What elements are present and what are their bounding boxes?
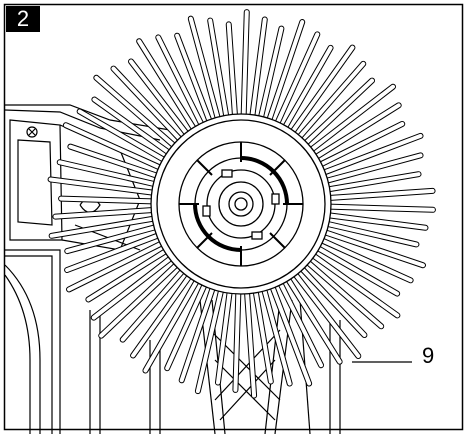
bristle <box>62 122 162 171</box>
bristle <box>76 108 167 163</box>
bristle <box>232 291 242 393</box>
bristle <box>64 232 160 273</box>
bristle <box>277 281 325 369</box>
brush-hub <box>150 113 332 295</box>
bristle <box>303 77 375 146</box>
bristle <box>178 286 216 384</box>
bristle <box>164 283 208 372</box>
bristle <box>244 291 258 399</box>
bristle <box>323 229 426 269</box>
bristle <box>289 44 356 135</box>
bristle <box>194 289 225 395</box>
bristle <box>207 17 230 118</box>
bristle <box>310 252 401 319</box>
bristle <box>48 215 155 239</box>
bristle <box>187 15 221 120</box>
bristle <box>90 255 174 321</box>
bristle <box>328 203 436 213</box>
bristle <box>328 187 436 201</box>
bristle <box>315 245 401 297</box>
bristle <box>47 176 155 196</box>
bristle <box>93 74 177 149</box>
bristle <box>128 58 190 137</box>
bristle <box>327 212 429 231</box>
bristle <box>249 16 268 118</box>
bristle <box>66 240 164 293</box>
bristle <box>257 25 285 119</box>
figure-number-badge: 2 <box>6 6 40 32</box>
bristle <box>266 19 306 122</box>
bristle <box>225 21 238 117</box>
bristle <box>261 288 293 387</box>
brush-bristles <box>47 9 436 399</box>
bristle <box>52 207 154 220</box>
bristle <box>296 60 367 140</box>
bristle <box>327 171 422 193</box>
bristle <box>274 31 321 125</box>
bristle <box>130 273 193 359</box>
bristle <box>67 143 159 179</box>
bristle <box>314 102 402 160</box>
bristle <box>215 290 233 386</box>
bristle <box>318 120 406 168</box>
bristle <box>252 290 274 385</box>
bristle <box>282 44 334 130</box>
figure-border <box>3 3 464 431</box>
bristle <box>155 34 205 127</box>
bristle <box>91 96 172 156</box>
bristle <box>85 248 168 303</box>
callout-label-9: 9 <box>422 343 435 368</box>
bristle <box>174 32 213 123</box>
bristle <box>110 65 183 142</box>
bristle <box>64 224 157 254</box>
bristle <box>56 159 156 188</box>
bristle <box>269 285 313 387</box>
bristle <box>299 266 368 338</box>
bristle <box>136 38 197 131</box>
bristle <box>98 262 179 339</box>
bristle <box>119 268 186 343</box>
bristle <box>326 220 420 248</box>
bristle <box>308 83 396 153</box>
bristle <box>240 9 250 117</box>
bristle <box>305 259 385 330</box>
bristle <box>292 271 362 359</box>
bristle <box>58 195 154 205</box>
bristle <box>285 277 343 365</box>
bristle <box>322 132 424 176</box>
bristle <box>142 278 200 374</box>
bristle <box>325 152 424 184</box>
bristle <box>320 237 414 284</box>
